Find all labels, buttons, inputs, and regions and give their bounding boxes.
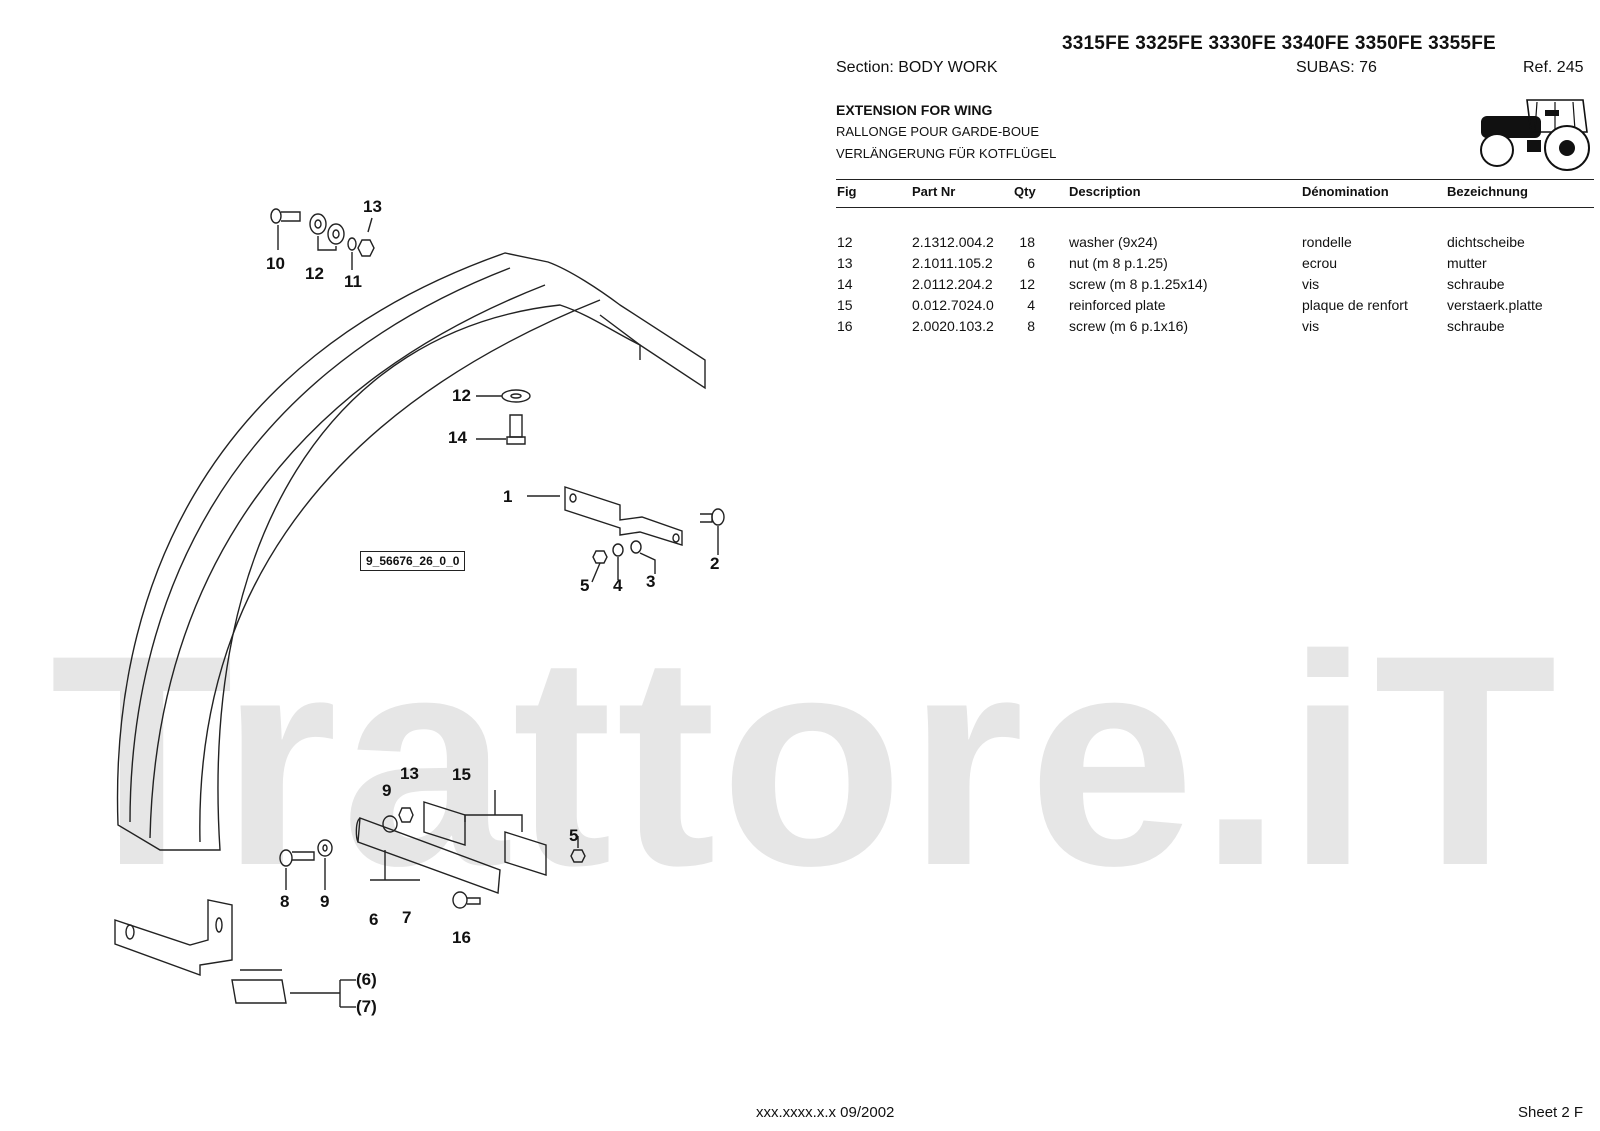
callout-16: 16 [452,928,471,947]
callout-5: 5 [580,576,590,595]
lower-bracket [114,899,356,1008]
cell-bezeichnung: verstaerk.platte [1447,297,1543,313]
cell-part: 0.012.7024.0 [912,297,994,313]
table-top-rule [836,179,1594,180]
cell-qty: 8 [1027,318,1035,334]
cell-bezeichnung: schraube [1447,318,1505,334]
callout-2: 2 [710,554,720,573]
callout-12: 12 [452,386,471,405]
cell-part: 2.0112.204.2 [912,276,993,292]
callout-7: 7 [402,908,412,927]
hardware-top [270,208,375,270]
cell-fig: 14 [837,276,853,292]
col-denomination: Dénomination [1302,184,1389,199]
cell-qty: 4 [1027,297,1035,313]
col-description: Description [1069,184,1141,199]
table-row: 15 0.012.7024.0 4 reinforced plate plaqu… [0,297,1600,318]
table-header-rule [836,207,1594,208]
table-row: 16 2.0020.103.2 8 screw (m 6 p.1x16) vis… [0,318,1600,339]
cell-bezeichnung: mutter [1447,255,1487,271]
title-english: EXTENSION FOR WING [836,102,993,118]
cell-denomination: rondelle [1302,234,1352,250]
cell-qty: 18 [1019,234,1035,250]
callout-8: 8 [280,892,290,911]
cell-part: 2.0020.103.2 [912,318,994,334]
callout-11: 11 [344,272,362,291]
ref-label: Ref. 245 [1523,59,1584,76]
callout-15: 15 [452,765,471,784]
cell-denomination: vis [1302,276,1320,292]
callout-7-paren: (7) [356,997,377,1016]
title-german: VERLÄNGERUNG FÜR KOTFLÜGEL [836,146,1057,161]
hardware-middle [476,389,531,445]
callout-10: 10 [266,254,285,273]
callout-6-paren: (6) [356,970,377,989]
callout-13: 13 [400,764,419,783]
cell-description: reinforced plate [1069,297,1166,313]
cell-part: 2.1011.105.2 [912,255,993,271]
callout-12: 12 [305,264,324,283]
table-row: 12 2.1312.004.2 18 washer (9x24) rondell… [0,234,1600,255]
col-bezeichnung: Bezeichnung [1447,184,1528,199]
cell-denomination: vis [1302,318,1320,334]
callout-3: 3 [646,572,656,591]
cell-description: screw (m 8 p.1.25x14) [1069,276,1208,292]
cell-description: screw (m 6 p.1x16) [1069,318,1189,334]
lower-plates [355,790,586,909]
diagram-image-id: 9_56676_26_0_0 [360,551,466,571]
callout-6: 6 [369,910,379,929]
cell-fig: 13 [837,255,853,271]
sheet-label: Sheet 2 F [1518,1104,1584,1121]
cell-denomination: ecrou [1302,255,1338,271]
callout-13: 13 [363,197,382,216]
cell-part: 2.1312.004.2 [912,234,994,250]
col-part-nr: Part Nr [912,184,956,199]
cell-description: washer (9x24) [1069,234,1158,250]
callout-5: 5 [569,826,579,845]
cell-bezeichnung: dichtscheibe [1447,234,1525,250]
col-qty: Qty [1014,184,1036,199]
callout-14: 14 [448,428,467,447]
fender-wing [116,252,706,851]
cell-description: nut (m 8 p.1.25) [1069,255,1168,271]
cell-qty: 6 [1027,255,1035,271]
cell-fig: 15 [837,297,853,313]
callout-4: 4 [613,576,623,595]
subas-label: SUBAS: 76 [1296,59,1377,76]
tractor-icon [1480,99,1590,171]
cell-fig: 16 [837,318,853,334]
callout-9: 9 [320,892,330,911]
table-row: 13 2.1011.105.2 6 nut (m 8 p.1.25) ecrou… [0,255,1600,276]
footer-code: xxx.xxxx.x.x 09/2002 [756,1104,895,1121]
callout-9: 9 [382,781,392,800]
table-row: 14 2.0112.204.2 12 screw (m 8 p.1.25x14)… [0,276,1600,297]
section-label: Section: BODY WORK [836,59,998,76]
cell-fig: 12 [837,234,853,250]
title-french: RALLONGE POUR GARDE-BOUE [836,124,1039,139]
bracket-assembly [527,486,725,583]
screw-washer-8-9 [279,839,333,890]
callout-1: 1 [503,487,513,506]
cell-qty: 12 [1019,276,1035,292]
cell-bezeichnung: schraube [1447,276,1505,292]
col-fig: Fig [837,184,857,199]
model-list: 3315FE 3325FE 3330FE 3340FE 3350FE 3355F… [1062,33,1496,54]
cell-denomination: plaque de renfort [1302,297,1408,313]
